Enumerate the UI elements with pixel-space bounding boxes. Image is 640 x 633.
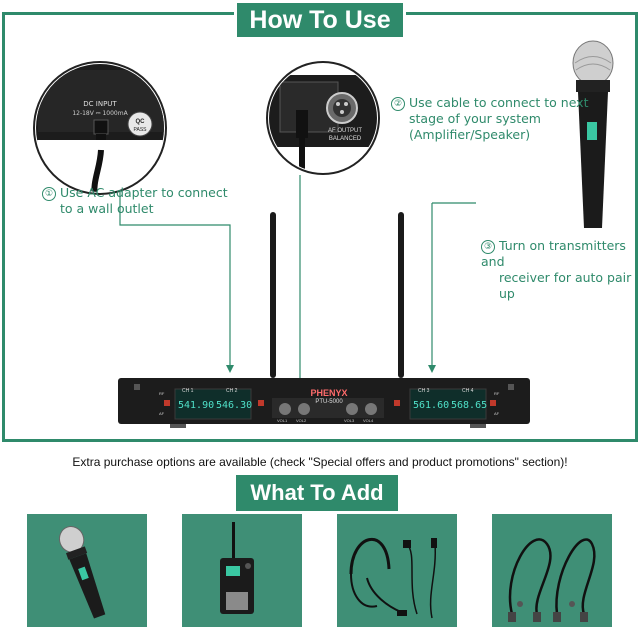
step-3-number: ③ — [481, 240, 495, 254]
vol3-label: VOL3 — [344, 418, 355, 423]
ch3-label: CH 3 — [418, 388, 430, 394]
receiver-unit — [118, 378, 530, 428]
antenna-cable-icon — [508, 538, 596, 622]
accessory-handheld-microphone[interactable] — [27, 514, 147, 627]
bodypack-transmitter-icon — [220, 522, 254, 614]
accessory-antenna-cables[interactable] — [492, 514, 612, 627]
vol1-label: VOL1 — [277, 418, 288, 423]
how-to-use-banner: How To Use — [234, 0, 406, 40]
af-label-left: AF — [159, 411, 165, 416]
vol2-label: VOL2 — [296, 418, 307, 423]
step-1-line-2: to a wall outlet — [60, 201, 154, 216]
af-output-closeup: AF OUTPUT BALANCED — [266, 61, 380, 175]
step-2-line-2: stage of your system — [409, 111, 541, 126]
af-output-label: AF OUTPUT — [328, 128, 362, 134]
step-2-line-1: Use cable to connect to next — [409, 95, 589, 110]
step-3-line-1: Turn on transmitters and — [481, 238, 626, 269]
accessory-headset-lavalier[interactable] — [337, 514, 457, 627]
left-antenna — [270, 212, 276, 378]
dc-spec-label: 12-18V ⎓ 1000mA — [72, 110, 128, 117]
ch3-frequency: 561.60 — [413, 400, 450, 411]
setup-illustration: DC INPUT 12-18V ⎓ 1000mA QC PASS AF OUTP… — [33, 40, 614, 428]
dc-input-closeup: DC INPUT 12-18V ⎓ 1000mA QC PASS — [33, 61, 167, 195]
leader-lines — [119, 175, 476, 390]
balanced-label: BALANCED — [329, 136, 362, 142]
ch2-label: CH 2 — [226, 388, 238, 394]
ch1-label: CH 1 — [182, 388, 194, 394]
ch4-label: CH 4 — [462, 388, 474, 394]
right-antenna — [398, 212, 404, 378]
ch2-frequency: 546.30 — [216, 400, 253, 411]
headset-microphone-icon — [349, 538, 437, 619]
vol4-label: VOL4 — [363, 418, 374, 423]
step-1: ① Use AC adapter to connect to a wall out… — [42, 185, 228, 217]
rf-label-right: RF — [494, 391, 500, 396]
qc-label: QC — [136, 119, 146, 125]
pass-label: PASS — [134, 127, 148, 133]
receiver-model: PTU-5000 — [315, 399, 343, 405]
step-2-line-3: (Amplifier/Speaker) — [409, 127, 531, 142]
handheld-microphone-icon — [58, 526, 106, 619]
accessory-bodypack-transmitter[interactable] — [182, 514, 302, 627]
what-to-add-banner: What To Add — [236, 475, 398, 511]
step-2: ② Use cable to connect to next stage of y… — [391, 95, 588, 143]
handheld-microphone-image — [572, 40, 614, 228]
receiver-brand: PHENYX — [310, 388, 348, 398]
af-label-right: AF — [494, 411, 500, 416]
step-2-number: ② — [391, 97, 405, 111]
step-3-line-2: receiver for auto pair up — [499, 270, 632, 301]
dc-input-label: DC INPUT — [83, 100, 117, 108]
step-1-number: ① — [42, 187, 56, 201]
ch4-frequency: 568.65 — [451, 400, 488, 411]
purchase-options-note: Extra purchase options are available (ch… — [72, 455, 568, 469]
rf-label-left: RF — [159, 391, 165, 396]
step-1-line-1: Use AC adapter to connect — [60, 185, 228, 200]
ch1-frequency: 541.90 — [178, 400, 215, 411]
